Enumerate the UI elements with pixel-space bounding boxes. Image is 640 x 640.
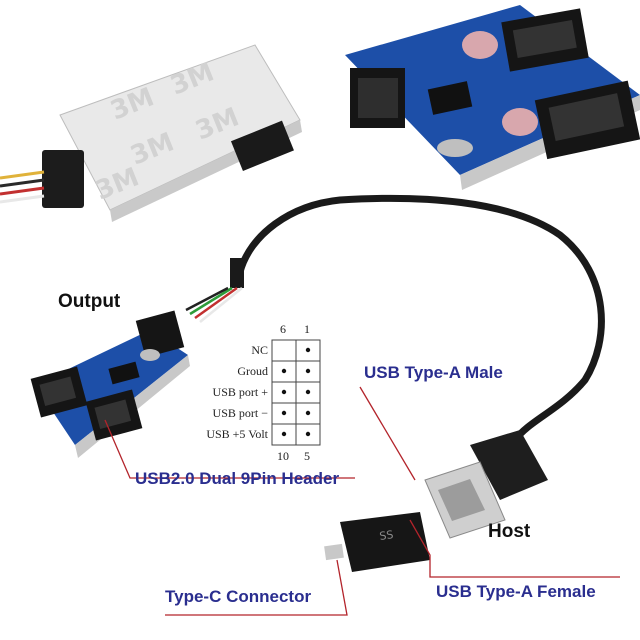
pcb-closeup — [345, 5, 640, 190]
label-header: USB2.0 Dual 9Pin Header — [135, 469, 340, 488]
pin-num-10: 10 — [277, 449, 289, 463]
pin-label-nc: NC — [251, 343, 268, 357]
pin-label-ground: Groud — [237, 364, 268, 378]
callout-lines — [104, 386, 620, 616]
label-usb-a-male: USB Type-A Male — [364, 363, 503, 382]
pin-label-5v: USB +5 Volt — [206, 427, 268, 441]
pin-num-5: 5 — [304, 449, 310, 463]
svg-text:SS: SS — [379, 528, 395, 543]
label-usb-a-female: USB Type-A Female — [436, 582, 596, 601]
pin-label-usb-plus: USB port + — [212, 385, 268, 399]
tape-board: 3M 3M 3M 3M 3M — [0, 44, 302, 222]
pin-num-6: 6 — [280, 322, 286, 336]
type-c-adapter: SS — [324, 512, 430, 572]
pinout-grid — [271, 339, 321, 446]
usb-cable — [185, 194, 605, 444]
header-pcb — [30, 310, 190, 458]
label-output: Output — [58, 291, 121, 312]
pin-num-1: 1 — [304, 322, 310, 336]
label-type-c: Type-C Connector — [165, 587, 312, 606]
pin-label-usb-minus: USB port − — [212, 406, 268, 420]
usb-a-plug — [424, 430, 548, 539]
label-host: Host — [488, 521, 531, 542]
